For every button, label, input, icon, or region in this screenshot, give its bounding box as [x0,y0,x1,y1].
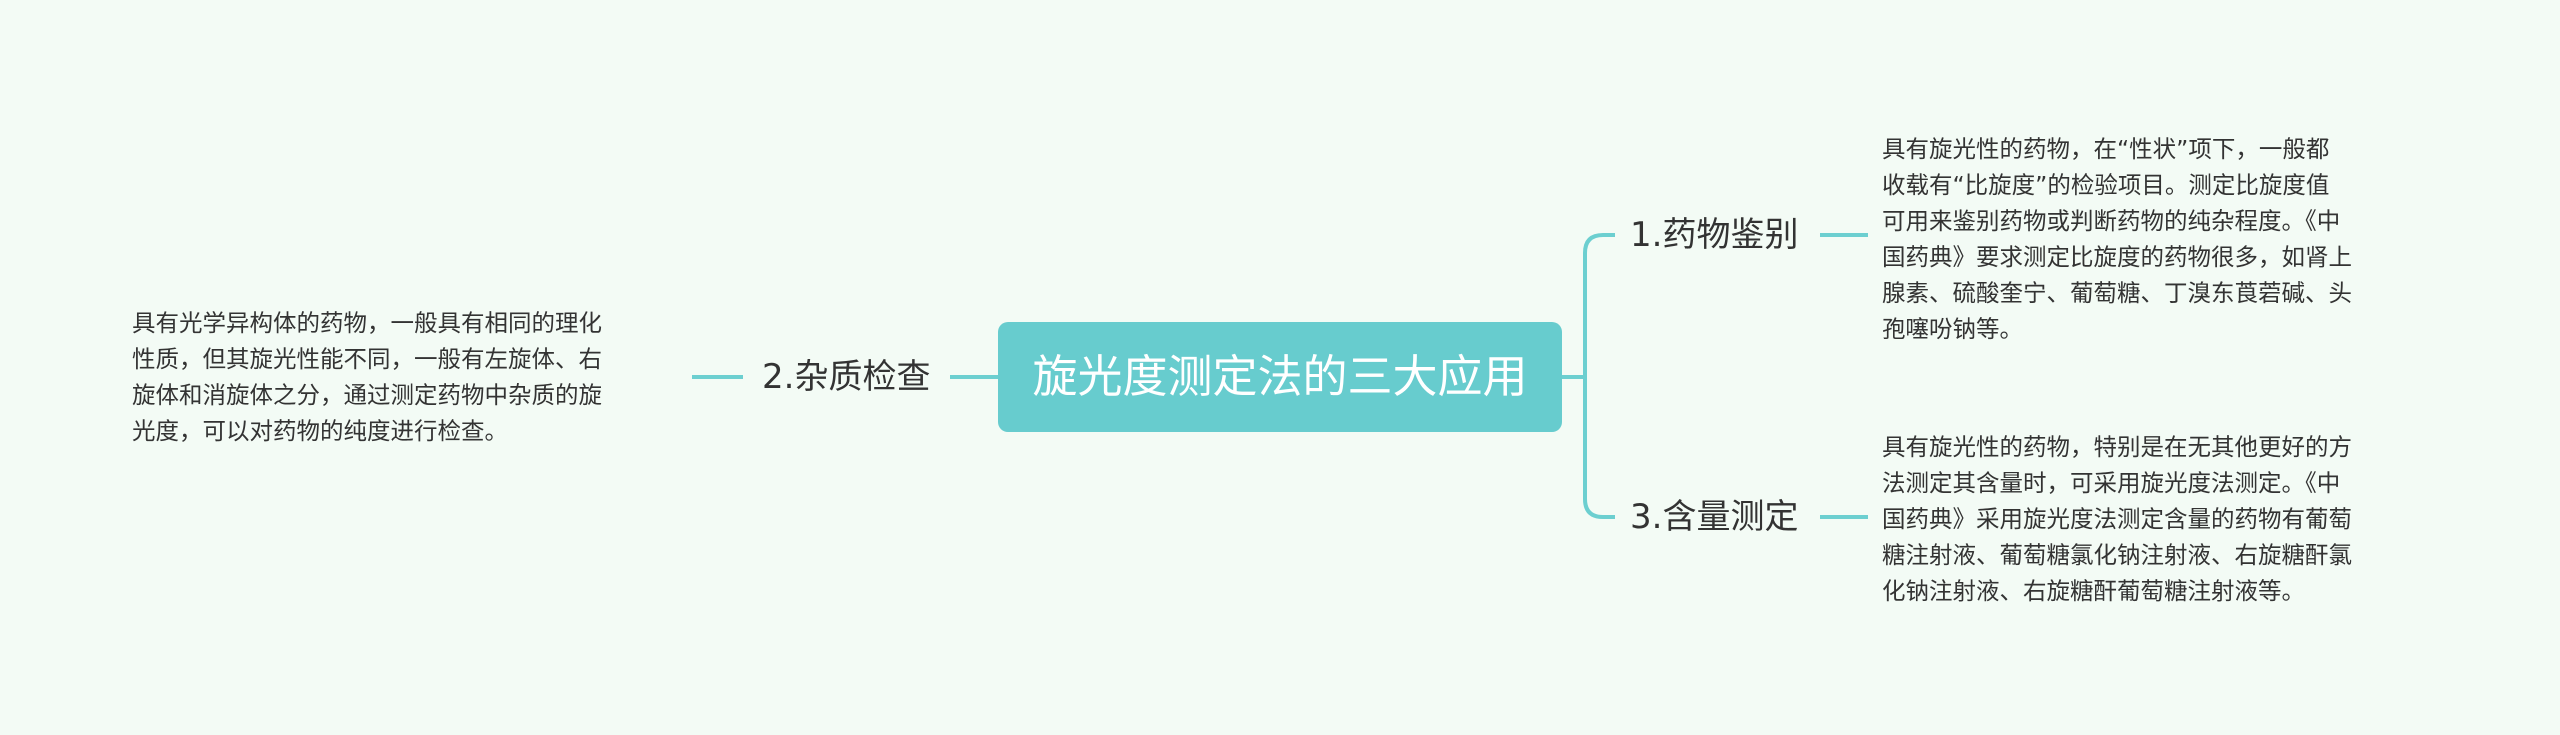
connector-branch-3 [1583,377,1615,519]
leaf-detail-line: 法测定其含量时，可采用旋光度法测定。《中 [1882,469,2341,497]
leaf-detail-line: 具有旋光性的药物，特别是在无其他更好的方 [1882,433,2352,461]
leaf-detail-line: 光度，可以对药物的纯度进行检查。 [132,417,508,445]
leaf-detail-line: 国药典》要求测定比旋度的药物很多，如肾上 [1882,243,2352,271]
leaf-detail-1[interactable]: 具有旋光性的药物，在“性状”项下，一般都 收载有“比旋度”的检验项目。测定比旋度… [1882,131,2442,347]
leaf-detail-2[interactable]: 具有光学异构体的药物，一般具有相同的理化 性质，但其旋光性能不同，一般有左旋体、… [132,305,692,449]
branch-topic-1[interactable]: 1.药物鉴别 [1630,215,1799,255]
leaf-detail-line: 收载有“比旋度”的检验项目。测定比旋度值 [1882,171,2330,199]
connector-branch-1 [1583,233,1615,377]
leaf-detail-line: 具有光学异构体的药物，一般具有相同的理化 [132,309,602,337]
branch-topic-3[interactable]: 3.含量测定 [1630,497,1799,537]
leaf-detail-line: 腺素、硫酸奎宁、葡萄糖、丁溴东莨菪碱、头 [1882,279,2352,307]
branch-topic-2[interactable]: 2.杂质检查 [762,357,931,397]
leaf-detail-line: 孢噻吩钠等。 [1882,315,2023,343]
leaf-detail-line: 旋体和消旋体之分，通过测定药物中杂质的旋 [132,381,602,409]
leaf-detail-line: 国药典》采用旋光度法测定含量的药物有葡萄 [1882,505,2352,533]
leaf-detail-line: 具有旋光性的药物，在“性状”项下，一般都 [1882,135,2330,163]
root-topic[interactable]: 旋光度测定法的三大应用 [998,322,1562,432]
leaf-detail-line: 化钠注射液、右旋糖酐葡萄糖注射液等。 [1882,577,2305,605]
leaf-detail-line: 糖注射液、葡萄糖氯化钠注射液、右旋糖酐氯 [1882,541,2352,569]
leaf-detail-3[interactable]: 具有旋光性的药物，特别是在无其他更好的方 法测定其含量时，可采用旋光度法测定。《… [1882,429,2442,609]
leaf-detail-line: 性质，但其旋光性能不同，一般有左旋体、右 [132,345,602,373]
leaf-detail-line: 可用来鉴别药物或判断药物的纯杂程度。《中 [1882,207,2341,235]
